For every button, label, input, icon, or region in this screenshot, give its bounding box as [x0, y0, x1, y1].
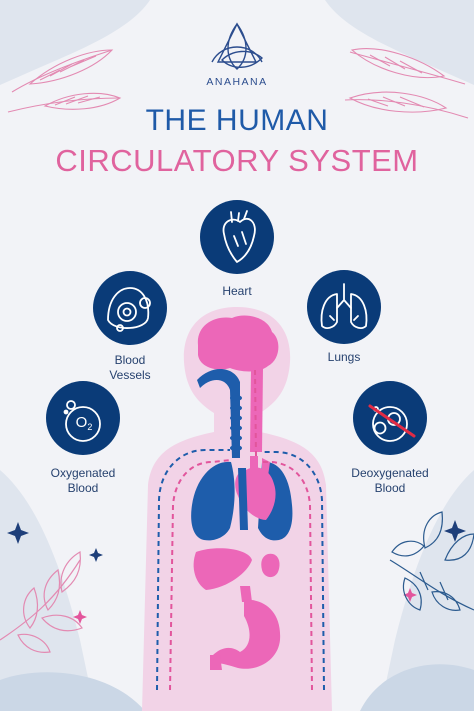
corner-blob-bottom-right [360, 664, 474, 711]
oxygen-symbol-badge: O2 [70, 414, 98, 436]
cross-out-line [368, 404, 416, 438]
stomach [212, 599, 281, 669]
label-blood-vessels-line-2: Vessels [109, 368, 151, 382]
title-line-1: THE HUMAN [145, 104, 329, 137]
brand-name: ANAHANA [206, 76, 268, 88]
spinal-cord [250, 368, 263, 452]
decorative-branch-bottom-left [0, 551, 83, 653]
decorative-branch-bottom-right [389, 511, 474, 611]
blood-vessels-icon [93, 271, 167, 345]
label-heart: Heart [222, 284, 252, 298]
brain [197, 315, 279, 372]
oxygenated-blood-icon [46, 381, 120, 455]
decorative-leaf-top-left [7, 49, 122, 113]
anahana-logo-icon [211, 22, 264, 70]
oxygen-symbol: O [75, 414, 88, 431]
oxygen-subscript: 2 [87, 422, 93, 432]
label-blood-vessels: Blood Vessels [88, 353, 172, 383]
label-deoxygenated-blood: Deoxygenated Blood [330, 466, 450, 496]
lungs-icon [307, 270, 381, 344]
label-oxygenated-line-1: Oxygenated [50, 466, 116, 480]
heart-icon [200, 200, 274, 274]
body-silhouette [142, 307, 332, 711]
label-oxygenated-line-2: Blood [67, 481, 99, 495]
aorta [238, 468, 248, 530]
title-line-2: CIRCULATORY SYSTEM [55, 143, 419, 178]
trachea-rings [230, 395, 242, 451]
deoxygenated-blood-icon [353, 381, 427, 455]
blood-vessel-lines [156, 369, 325, 691]
decorative-leaf-top-right [344, 48, 469, 119]
label-deoxygenated-line-1: Deoxygenated [351, 466, 429, 480]
label-blood-vessels-line-1: Blood [114, 353, 146, 367]
corner-blob-bottom-left [0, 672, 145, 711]
intestine [210, 655, 222, 670]
label-oxygenated-blood: Oxygenated Blood [28, 466, 138, 496]
kidney [261, 553, 280, 578]
liver [193, 548, 252, 590]
label-lungs: Lungs [327, 350, 361, 364]
sparkle-icons [7, 520, 466, 624]
label-deoxygenated-line-2: Blood [374, 481, 406, 495]
esophagus [240, 586, 252, 602]
lung-left [191, 461, 235, 541]
